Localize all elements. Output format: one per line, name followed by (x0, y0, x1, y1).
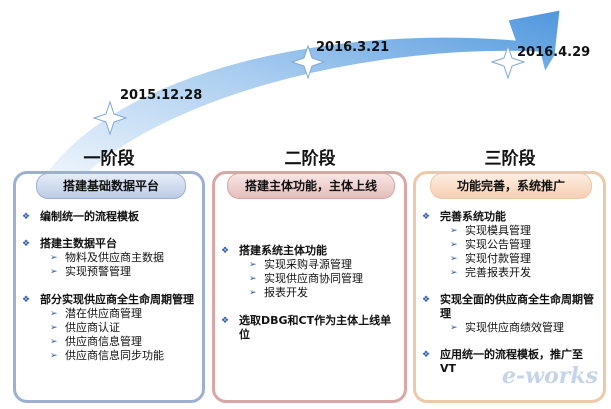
date-label: 2016.3.21 (316, 40, 390, 55)
item-block: 实现全面的供应商全生命周期管理 实现供应商绩效管理 (422, 293, 597, 335)
bullet-item: 搭建主数据平台 (22, 237, 196, 251)
item-block: 搭建系统主体功能 实现采购寻源管理 实现供应商协同管理 报表开发 (221, 244, 398, 300)
sub-item: 实现供应商绩效管理 (422, 321, 597, 335)
sub-item: 实现公告管理 (422, 238, 597, 252)
e-works-logo: e-works (502, 363, 598, 389)
bullet-item: 编制统一的流程模板 (22, 210, 196, 224)
sub-item: 潜在供应商管理 (22, 307, 196, 321)
sub-item: 供应商信息同步功能 (22, 349, 196, 363)
sub-item: 物料及供应商主数据 (22, 251, 196, 265)
phase-header: 功能完善，系统推广 (430, 173, 592, 199)
item-block: 搭建主数据平台 物料及供应商主数据 实现预警管理 (22, 237, 196, 279)
bullet-item: 选取DBG和CT作为主体上线单位 (221, 314, 398, 342)
star-icon (290, 44, 326, 80)
bullet-item: 应用统一的流程模板，推广至VT (422, 348, 597, 376)
curved-arrow-shape (44, 9, 561, 176)
phase-panel-2: 搭建主体功能，主体上线 搭建系统主体功能 实现采购寻源管理 实现供应商协同管理 … (212, 171, 407, 403)
bullet-item: 部分实现供应商全生命周期管理 (22, 293, 196, 307)
sub-item: 完善报表开发 (422, 266, 597, 280)
item-block: 完善系统功能 实现模具管理 实现公告管理 实现付款管理 完善报表开发 (422, 210, 597, 280)
item-block: 编制统一的流程模板 (22, 210, 196, 224)
phase-panel-3: 功能完善，系统推广 完善系统功能 实现模具管理 实现公告管理 实现付款管理 完善… (413, 171, 606, 403)
sub-item: 实现供应商协同管理 (221, 272, 398, 286)
phase-title: 二阶段 (284, 149, 336, 169)
bullet-item: 完善系统功能 (422, 210, 597, 224)
star-icon (92, 100, 128, 136)
phase-header: 搭建基础数据平台 (36, 173, 186, 199)
phase-header: 搭建主体功能，主体上线 (227, 173, 395, 199)
phase-title: 一阶段 (83, 149, 135, 169)
bullet-item: 搭建系统主体功能 (221, 244, 398, 258)
date-label: 2015.12.28 (120, 88, 203, 103)
bullet-item: 实现全面的供应商全生命周期管理 (422, 293, 597, 321)
sub-item: 供应商信息管理 (22, 335, 196, 349)
sub-item: 实现付款管理 (422, 252, 597, 266)
sub-item: 供应商认证 (22, 321, 196, 335)
phase-panel-1: 搭建基础数据平台 编制统一的流程模板 搭建主数据平台 物料及供应商主数据 实现预… (13, 171, 205, 403)
item-block: 应用统一的流程模板，推广至VT (422, 348, 597, 376)
date-label: 2016.4.29 (517, 45, 591, 60)
sub-item: 实现预警管理 (22, 265, 196, 279)
sub-item: 实现采购寻源管理 (221, 258, 398, 272)
star-icon (490, 44, 526, 80)
item-block: 部分实现供应商全生命周期管理 潜在供应商管理 供应商认证 供应商信息管理 供应商… (22, 293, 196, 363)
phase-title: 三阶段 (484, 149, 536, 169)
sub-item: 实现模具管理 (422, 224, 597, 238)
item-block: 选取DBG和CT作为主体上线单位 (221, 314, 398, 342)
sub-item: 报表开发 (221, 286, 398, 300)
